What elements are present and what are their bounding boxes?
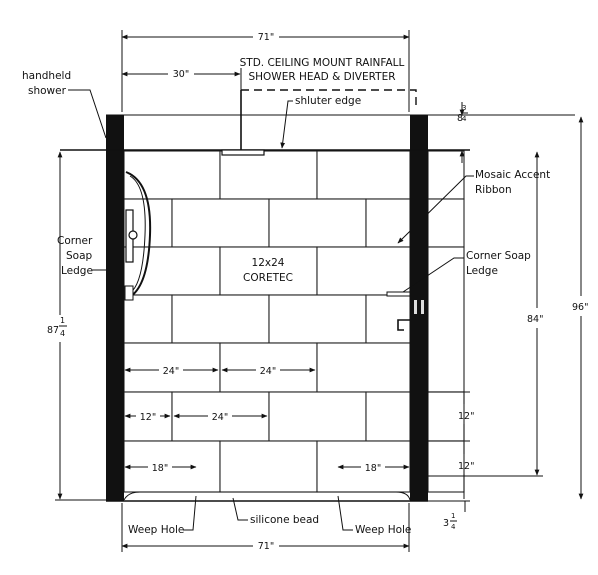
tile	[365, 391, 411, 442]
dim-bottom-18-right: 18"	[365, 463, 381, 474]
label-corner-right-line1: Corner Soap	[466, 250, 531, 262]
dim-row2-a: 12"	[140, 412, 156, 423]
tile-grid	[123, 150, 465, 493]
label-tile-brand: CORETEC	[243, 272, 293, 284]
tile	[427, 440, 465, 493]
rainfall-shower-head	[221, 149, 265, 156]
label-rainfall-line1: STD. CEILING MOUNT RAINFALL	[240, 57, 405, 69]
tile	[123, 294, 173, 344]
leader-mosaic	[397, 175, 474, 244]
dim-right-12b: 12"	[458, 461, 474, 472]
right-wall-band	[410, 115, 428, 501]
tile	[219, 150, 318, 200]
dim-total-height: 96"	[572, 302, 588, 313]
label-weep-left: Weep Hole	[128, 524, 184, 536]
tile	[427, 391, 465, 442]
leader-silicone	[232, 497, 248, 521]
leader-weep-right	[337, 495, 353, 531]
dim-top-gap-whole: 8	[457, 113, 463, 124]
label-corner-left-line3: Ledge	[61, 265, 93, 277]
tile	[427, 198, 465, 248]
dim-row1-b: 24"	[260, 366, 276, 377]
tile	[268, 198, 367, 248]
label-corner-left-line2: Soap	[66, 250, 93, 262]
tile	[316, 342, 411, 393]
tile	[316, 246, 411, 296]
label-weep-right: Weep Hole	[355, 524, 411, 536]
label-tile-size: 12x24	[252, 257, 285, 269]
diverter-pipe	[241, 89, 417, 108]
tile	[123, 150, 221, 200]
right-wall-highlight	[414, 300, 417, 314]
dim-top-gap-num: 3	[462, 104, 466, 112]
tile	[365, 294, 411, 344]
dim-top-width: 71"	[258, 32, 274, 43]
dim-left-height-num: 1	[60, 316, 65, 325]
dim-left-height-whole: 87	[47, 325, 59, 336]
dim-bottom-width: 71"	[258, 541, 274, 552]
label-corner-left-line1: Corner	[57, 235, 93, 247]
dim-bottom-gap-num: 1	[451, 512, 455, 520]
label-mosaic-line1: Mosaic Accent	[475, 169, 550, 181]
dim-shower-offset: 30"	[173, 69, 189, 80]
dim-left-height-den: 4	[60, 329, 65, 338]
corner-soap-ledge-right	[386, 291, 411, 297]
tile	[427, 150, 465, 200]
tile	[268, 391, 367, 442]
label-mosaic-line2: Ribbon	[475, 184, 512, 196]
shower-pan	[123, 491, 411, 501]
dim-right-12a: 12"	[458, 411, 474, 422]
right-wall-highlight	[421, 300, 424, 314]
leader-shluter	[280, 100, 293, 149]
tile	[316, 150, 411, 200]
tile	[427, 246, 465, 393]
handheld-shower	[124, 171, 152, 301]
label-corner-right-line2: Ledge	[466, 265, 498, 277]
label-silicone: silicone bead	[250, 514, 319, 526]
tile	[268, 294, 367, 344]
tile	[171, 198, 270, 248]
dim-row1-a: 24"	[163, 366, 179, 377]
label-shluter-edge: shluter edge	[295, 95, 361, 107]
tile	[171, 294, 270, 344]
left-wall-band	[106, 115, 124, 501]
label-handheld-line1: handheld	[22, 70, 71, 82]
dim-row2-b: 24"	[212, 412, 228, 423]
tile	[219, 440, 318, 493]
label-rainfall-line2: SHOWER HEAD & DIVERTER	[248, 71, 395, 83]
dim-bottom-18-left: 18"	[152, 463, 168, 474]
tile	[365, 198, 411, 248]
label-handheld-line2: shower	[28, 85, 67, 97]
leader-weep-left	[183, 495, 197, 531]
leader-corner-right	[402, 257, 464, 293]
dim-bottom-gap-den: 4	[451, 523, 456, 531]
leader-handheld	[68, 89, 107, 139]
dim-top-gap-den: 4	[462, 115, 467, 123]
dim-bottom-gap-whole: 3	[443, 518, 449, 529]
valve-spout	[397, 319, 410, 331]
dim-right-height: 84"	[527, 314, 543, 325]
